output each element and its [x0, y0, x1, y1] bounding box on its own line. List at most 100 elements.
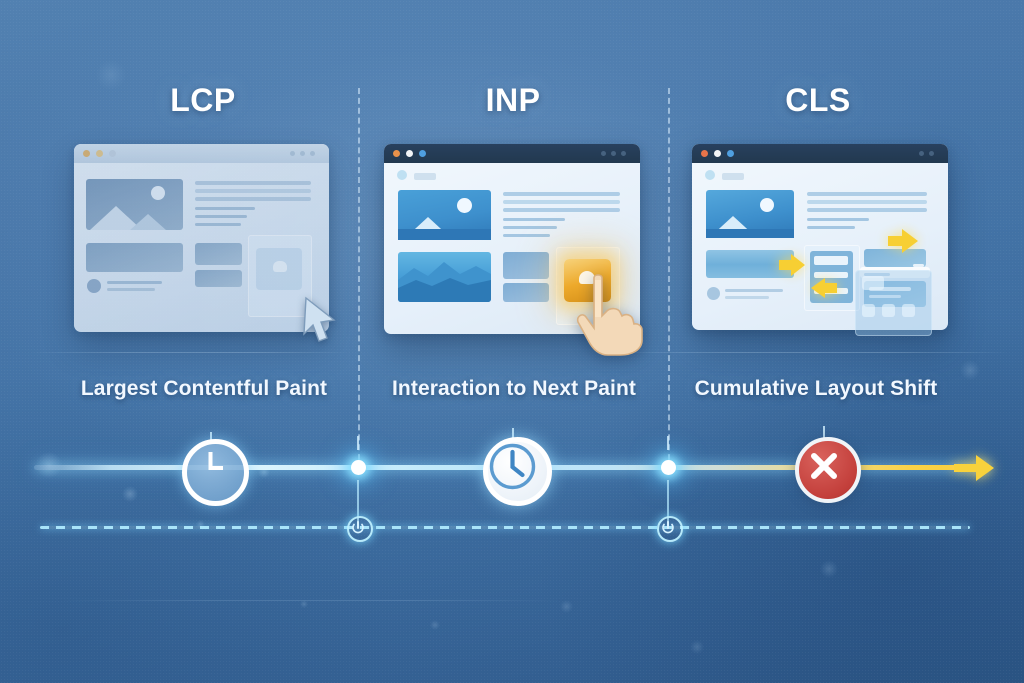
divider-lcp-inp [358, 88, 360, 470]
marker-stem-inp [512, 428, 514, 442]
column-heading-lcp: LCP [170, 82, 236, 118]
text-line [503, 218, 565, 221]
titlebar-dot-yellow [96, 150, 103, 157]
window-control-dot [601, 151, 606, 156]
text-line [503, 192, 620, 196]
image-sun-shape [151, 186, 165, 200]
bokeh-dot [430, 620, 440, 630]
site-logo-icon [397, 170, 407, 180]
power-marker-2 [657, 516, 683, 542]
text-line [807, 200, 927, 204]
caption-inp: Interaction to Next Paint [391, 377, 637, 400]
ghost-card-icon [273, 261, 287, 272]
text-line [107, 288, 155, 291]
titlebar-dot-yellow [714, 150, 721, 157]
column-heading-inp: INP [485, 82, 541, 118]
image-ground-shape [398, 229, 491, 240]
content-card [503, 283, 549, 302]
image-wave-shape [398, 262, 491, 302]
power-marker-1 [347, 516, 373, 542]
text-line [195, 189, 311, 193]
timeline-node-2 [661, 460, 676, 475]
window-control-dot [919, 151, 924, 156]
text-line [807, 192, 927, 196]
image-sun-shape [760, 198, 774, 212]
shifted-card-top [864, 249, 926, 267]
tapped-button[interactable] [564, 259, 611, 302]
window-control-dot [611, 151, 616, 156]
site-logo-icon [705, 170, 715, 180]
text-line [503, 226, 557, 229]
titlebar-dot-red [701, 150, 708, 157]
ambient-line [610, 352, 1010, 353]
timeline-tick [667, 480, 669, 524]
secondary-image-placeholder [398, 252, 491, 302]
avatar [707, 287, 720, 300]
titlebar-dot-green [109, 150, 116, 157]
browser-page-inp [384, 163, 640, 334]
timeline-tick [357, 480, 359, 524]
text-line [725, 289, 783, 292]
titlebar-dot-yellow [406, 150, 413, 157]
text-line [807, 218, 869, 221]
marker-stem-cls [823, 426, 825, 440]
content-card [86, 243, 183, 272]
arrow-right-icon [888, 229, 918, 253]
content-card [195, 270, 242, 287]
content-card [503, 252, 549, 279]
titlebar-dot-green [727, 150, 734, 157]
text-line [807, 208, 927, 212]
browser-mockup-lcp[interactable] [74, 144, 329, 332]
text-line [807, 226, 855, 229]
text-line [195, 223, 241, 226]
arrow-left-icon [811, 278, 837, 298]
text-line [503, 208, 620, 212]
bokeh-dot [300, 600, 308, 608]
ambient-line [30, 352, 350, 353]
window-control-dot [310, 151, 315, 156]
arrow-right-icon [954, 455, 994, 481]
timeline-tick [357, 436, 359, 450]
hero-image-placeholder [706, 190, 794, 238]
text-line [503, 234, 550, 237]
titlebar-controls [919, 151, 939, 156]
bokeh-dot [560, 600, 573, 613]
text-line [195, 215, 247, 218]
cls-error-marker [795, 437, 861, 503]
text-line [869, 295, 901, 298]
text-line [725, 296, 769, 299]
ghost-widget-bar [862, 304, 875, 317]
titlebar-controls [601, 151, 631, 156]
caption-cls: Cumulative Layout Shift [694, 377, 938, 400]
clock-icon [208, 452, 223, 470]
titlebar-dot-red [393, 150, 400, 157]
shifted-overlay-strip [860, 267, 930, 278]
hand-pointer-icon [576, 274, 643, 356]
nav-pill [414, 173, 436, 180]
tapped-button-icon [579, 271, 595, 284]
marker-stem-lcp [210, 432, 212, 444]
shifted-field [814, 256, 848, 265]
error-x-icon [811, 453, 837, 479]
browser-titlebar-inp [384, 144, 640, 163]
clock-icon [489, 443, 536, 490]
cursor-pointer-icon [303, 296, 336, 342]
timeline-secondary-track [40, 526, 970, 529]
window-control-dot [621, 151, 626, 156]
text-line [107, 281, 162, 284]
content-card [195, 243, 242, 265]
titlebar-dot-green [419, 150, 426, 157]
titlebar-dot-red [83, 150, 90, 157]
ambient-line [60, 600, 560, 601]
caption-lcp: Largest Contentful Paint [80, 377, 328, 400]
image-mountain-shape [130, 214, 166, 230]
hero-image-placeholder [398, 190, 491, 240]
shifted-card-bar [913, 264, 924, 267]
text-line [195, 207, 255, 210]
timeline-node-1 [351, 460, 366, 475]
ghost-widget-bar [902, 304, 915, 317]
browser-titlebar-cls [692, 144, 948, 163]
arrow-right-icon [779, 254, 805, 276]
bokeh-dot [820, 560, 838, 578]
